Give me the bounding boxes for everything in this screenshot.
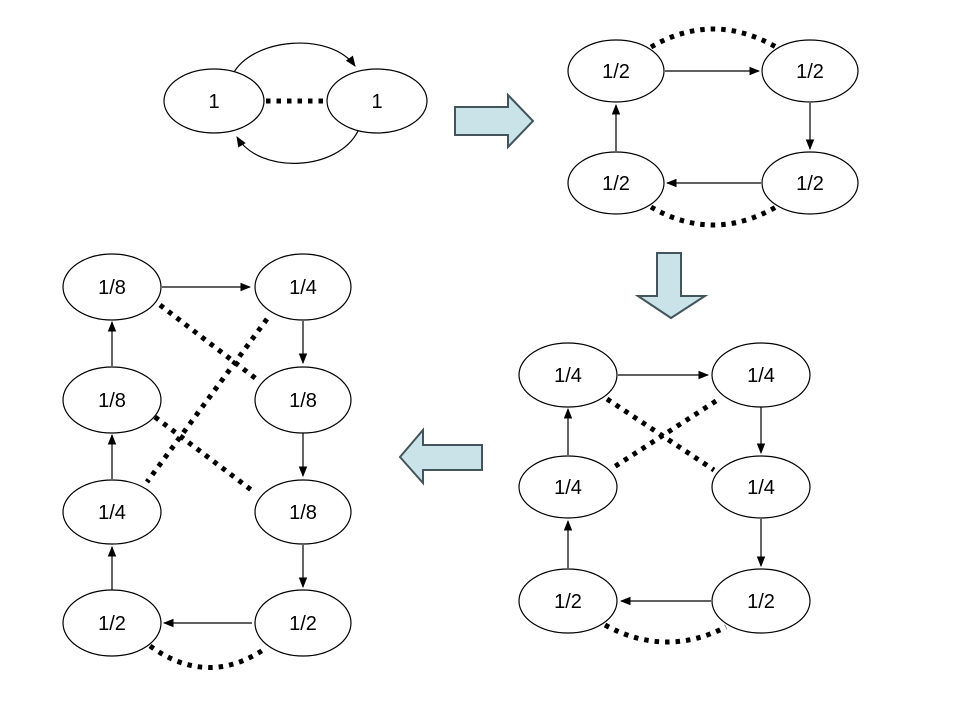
right-block-arrow: [454, 92, 535, 150]
state-node: 1/2: [518, 568, 618, 634]
state-ellipse: [567, 151, 665, 215]
state-ellipse: [761, 151, 859, 215]
stage-1-graph: 1 1: [163, 42, 428, 164]
state-node: 1/2: [62, 589, 162, 657]
state-ellipse: [711, 342, 811, 408]
state-node: 1/2: [711, 568, 811, 634]
state-label: 1/4: [554, 477, 582, 499]
state-node: 1: [163, 68, 265, 134]
state-node: 1/4: [518, 455, 618, 519]
state-label: 1/8: [98, 390, 126, 412]
state-ellipse: [254, 366, 352, 434]
state-ellipse: [711, 568, 811, 634]
state-label: 1/2: [747, 591, 775, 613]
state-label: 1/4: [289, 277, 317, 299]
state-node: 1/4: [254, 253, 352, 321]
state-label: 1/4: [98, 502, 126, 524]
state-label: 1: [208, 91, 219, 113]
state-ellipse: [254, 479, 352, 545]
state-ellipse: [62, 479, 162, 545]
state-ellipse: [761, 39, 859, 103]
state-ellipse: [62, 253, 162, 321]
state-label: 1/2: [554, 591, 582, 613]
dotted-cross-link: [144, 317, 270, 484]
state-label: 1/2: [289, 613, 317, 635]
curved-arrow-right-to-left: [236, 130, 359, 164]
state-node: 1/2: [761, 151, 859, 215]
curved-arrow-left-to-right: [232, 42, 356, 75]
state-node: 1/4: [62, 479, 162, 545]
state-ellipse: [518, 342, 618, 408]
state-ellipse: [163, 68, 265, 134]
state-label: 1/8: [289, 502, 317, 524]
state-node: 1/4: [711, 342, 811, 408]
state-node: 1/2: [761, 39, 859, 103]
dotted-arc-bottom: [148, 643, 268, 670]
state-node: 1: [326, 68, 428, 134]
state-node: 1/4: [518, 342, 618, 408]
state-ellipse: [326, 68, 428, 134]
state-ellipse: [62, 589, 162, 657]
state-node: 1/2: [254, 589, 352, 657]
state-node: 1/2: [567, 151, 665, 215]
state-ellipse: [62, 366, 162, 434]
left-block-arrow: [398, 427, 483, 486]
state-node: 1/2: [567, 39, 665, 103]
state-label: 1/8: [289, 390, 317, 412]
state-label: 1/4: [747, 365, 775, 387]
state-label: 1/4: [554, 365, 582, 387]
state-node: 1/8: [62, 366, 162, 434]
state-label: 1/2: [602, 173, 630, 195]
stage-2-graph: 1/2 1/2 1/2 1/2: [567, 26, 859, 228]
stage-4-graph: 1/8 1/4 1/8 1/8 1/4 1/8 1/2 1/2: [62, 253, 352, 670]
dotted-arc-top: [649, 26, 778, 50]
state-ellipse: [567, 39, 665, 103]
stage-3-graph: 1/4 1/4 1/4 1/4 1/2 1/2: [518, 342, 811, 645]
state-label: 1/2: [796, 173, 824, 195]
state-label: 1/4: [747, 477, 775, 499]
state-node: 1/8: [254, 366, 352, 434]
state-ellipse: [254, 253, 352, 321]
down-block-arrow: [634, 252, 709, 320]
state-ellipse: [711, 455, 811, 519]
state-label: 1/2: [796, 61, 824, 83]
dotted-cross-link: [153, 415, 256, 494]
state-ellipse: [518, 455, 618, 519]
state-node: 1/4: [711, 455, 811, 519]
state-node: 1/8: [254, 479, 352, 545]
dotted-arc-bottom: [649, 204, 778, 228]
dotted-arc-bottom: [603, 622, 728, 645]
state-label: 1/2: [602, 61, 630, 83]
state-ellipse: [254, 589, 352, 657]
dotted-cross-link: [158, 303, 261, 383]
state-label: 1/8: [98, 277, 126, 299]
state-node: 1/8: [62, 253, 162, 321]
state-label: 1: [371, 91, 382, 113]
state-label: 1/2: [98, 613, 126, 635]
state-ellipse: [518, 568, 618, 634]
